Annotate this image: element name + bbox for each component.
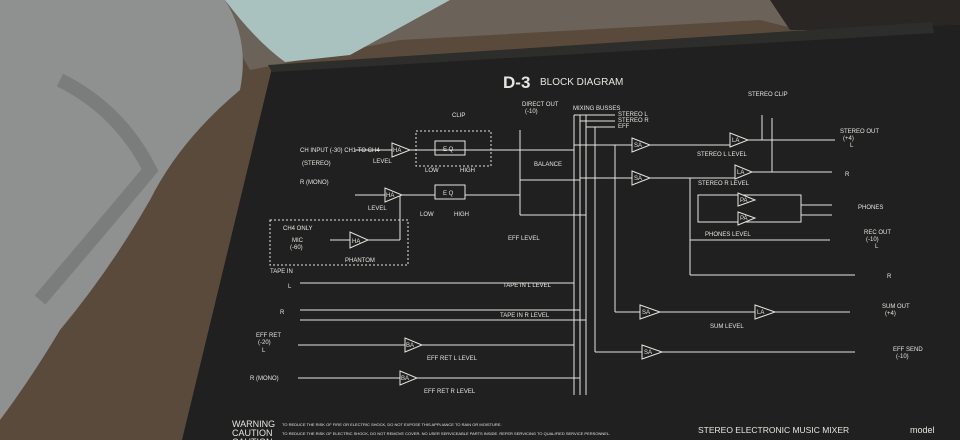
direct-out-label: DIRECT OUT xyxy=(522,102,559,108)
phantom-label: PHANTOM xyxy=(345,258,375,264)
eff-ret-l: L xyxy=(262,348,266,354)
sum-out-level: (+4) xyxy=(885,311,896,317)
high-label-2: HIGH xyxy=(454,212,469,218)
la-label-3: LA xyxy=(757,310,764,316)
dark-strip xyxy=(770,0,960,30)
ha-label-1: HA xyxy=(393,148,401,154)
eff-ret-r-level-label: EFF RET R LEVEL xyxy=(424,389,476,395)
stereo-out-l: L xyxy=(850,143,854,149)
ch-input-label: CH INPUT (-30) CH1 TO CH4 xyxy=(300,148,380,154)
sa-label-2: SA xyxy=(634,176,642,182)
mixing-busses-label: MIXING BUSSES xyxy=(573,106,620,112)
stereo-r-level-label: STEREO R LEVEL xyxy=(698,181,750,187)
tape-in-l: L xyxy=(288,284,292,290)
eff-ret-r-mono: R (MONO) xyxy=(250,376,279,382)
warning-label: WARNING xyxy=(232,419,275,429)
model-prefix: model xyxy=(910,425,935,435)
caution-label-2: CAUTION xyxy=(232,437,273,440)
stereo-out-r: R xyxy=(845,172,850,178)
tape-in-r-level-label: TAPE IN R LEVEL xyxy=(500,313,550,319)
signal-lines xyxy=(269,114,855,395)
sa-label-3: SA xyxy=(642,310,650,316)
sum-out-label: SUM OUT xyxy=(882,304,910,310)
stereo-input-label: (STEREO) xyxy=(302,161,331,167)
teal-cloth xyxy=(225,0,450,62)
ha-label-mic: HA xyxy=(352,239,360,245)
rec-out-l: L xyxy=(875,244,879,250)
direct-out-level: (-10) xyxy=(525,109,538,115)
la-label-2: LA xyxy=(737,170,744,176)
diagram-labels: CLIP DIRECT OUT (-10) MIXING BUSSES STER… xyxy=(250,92,923,395)
rec-out-label: REC OUT xyxy=(864,230,891,236)
phones-level-label: PHONES LEVEL xyxy=(705,232,751,238)
pa-label-2: PA xyxy=(740,216,748,222)
sa-label-1: SA xyxy=(634,143,642,149)
eff-ret-level: (-20) xyxy=(258,340,271,346)
mic-level-label: (-60) xyxy=(290,245,303,251)
mono-input-label: R (MONO) xyxy=(300,180,329,186)
ba-label-1: BA xyxy=(406,343,414,349)
amplifier-symbols xyxy=(349,132,777,386)
ba-label-2: BA xyxy=(401,376,409,382)
sa-label-4: SA xyxy=(644,350,652,356)
mic-label: MIC xyxy=(292,238,304,244)
stereo-l-level-label: STEREO L LEVEL xyxy=(697,152,747,158)
stereo-out-level: (+4) xyxy=(843,136,854,142)
high-label-1: HIGH xyxy=(460,168,475,174)
eff-send-label: EFF SEND xyxy=(893,347,923,353)
mixer-panel xyxy=(182,25,960,440)
tape-in-label: TAPE IN xyxy=(270,269,293,275)
tape-in-l-level-label: TAPE IN L LEVEL xyxy=(503,283,552,289)
panel-top-edge xyxy=(268,22,934,72)
eq-label-1: E Q xyxy=(443,147,454,153)
clip-label: CLIP xyxy=(452,113,465,119)
rec-out-r: R xyxy=(887,274,892,280)
warning-text: TO REDUCE THE RISK OF FIRE OR ELECTRIC S… xyxy=(282,422,502,427)
eff-level-label: EFF LEVEL xyxy=(508,236,540,242)
diagram-heading: BLOCK DIAGRAM xyxy=(540,77,623,88)
la-label-1: LA xyxy=(732,138,739,144)
stereo-clip-label: STEREO CLIP xyxy=(748,92,788,98)
stereo-out-label: STEREO OUT xyxy=(840,129,879,135)
eff-ret-l-level-label: EFF RET L LEVEL xyxy=(427,356,478,362)
sum-level-label: SUM LEVEL xyxy=(710,324,744,330)
level-label-1: LEVEL xyxy=(373,159,392,165)
caution-text-1: TO REDUCE THE RISK OF ELECTRIC SHOCK, DO… xyxy=(282,431,610,436)
phones-label: PHONES xyxy=(858,205,883,211)
rec-out-level: (-10) xyxy=(866,237,879,243)
eq-label-2: E Q xyxy=(443,191,454,197)
pa-label-1: PA xyxy=(740,198,748,204)
eff-send-level: (-10) xyxy=(896,354,909,360)
tape-in-r: R xyxy=(280,310,285,316)
eff-ret-label: EFF RET xyxy=(256,333,281,339)
warning-block: WARNING TO REDUCE THE RISK OF FIRE OR EL… xyxy=(232,419,610,440)
low-label-2: LOW xyxy=(420,212,434,218)
stereo-r-bus: STEREO R xyxy=(618,118,649,124)
stereo-l-bus: STEREO L xyxy=(618,112,648,118)
ha-label-2: HA xyxy=(386,193,394,199)
low-label-1: LOW xyxy=(425,168,439,174)
model-title: D-3 xyxy=(503,73,530,92)
balance-label: BALANCE xyxy=(534,162,562,168)
ch4-only-label: CH4 ONLY xyxy=(283,226,313,232)
level-label-2: LEVEL xyxy=(368,206,387,212)
eff-bus: EFF xyxy=(618,124,630,130)
blanket-fold xyxy=(34,73,159,305)
caution-label-1: CAUTION xyxy=(232,428,273,438)
product-name: STEREO ELECTRONIC MUSIC MIXER xyxy=(698,425,849,435)
